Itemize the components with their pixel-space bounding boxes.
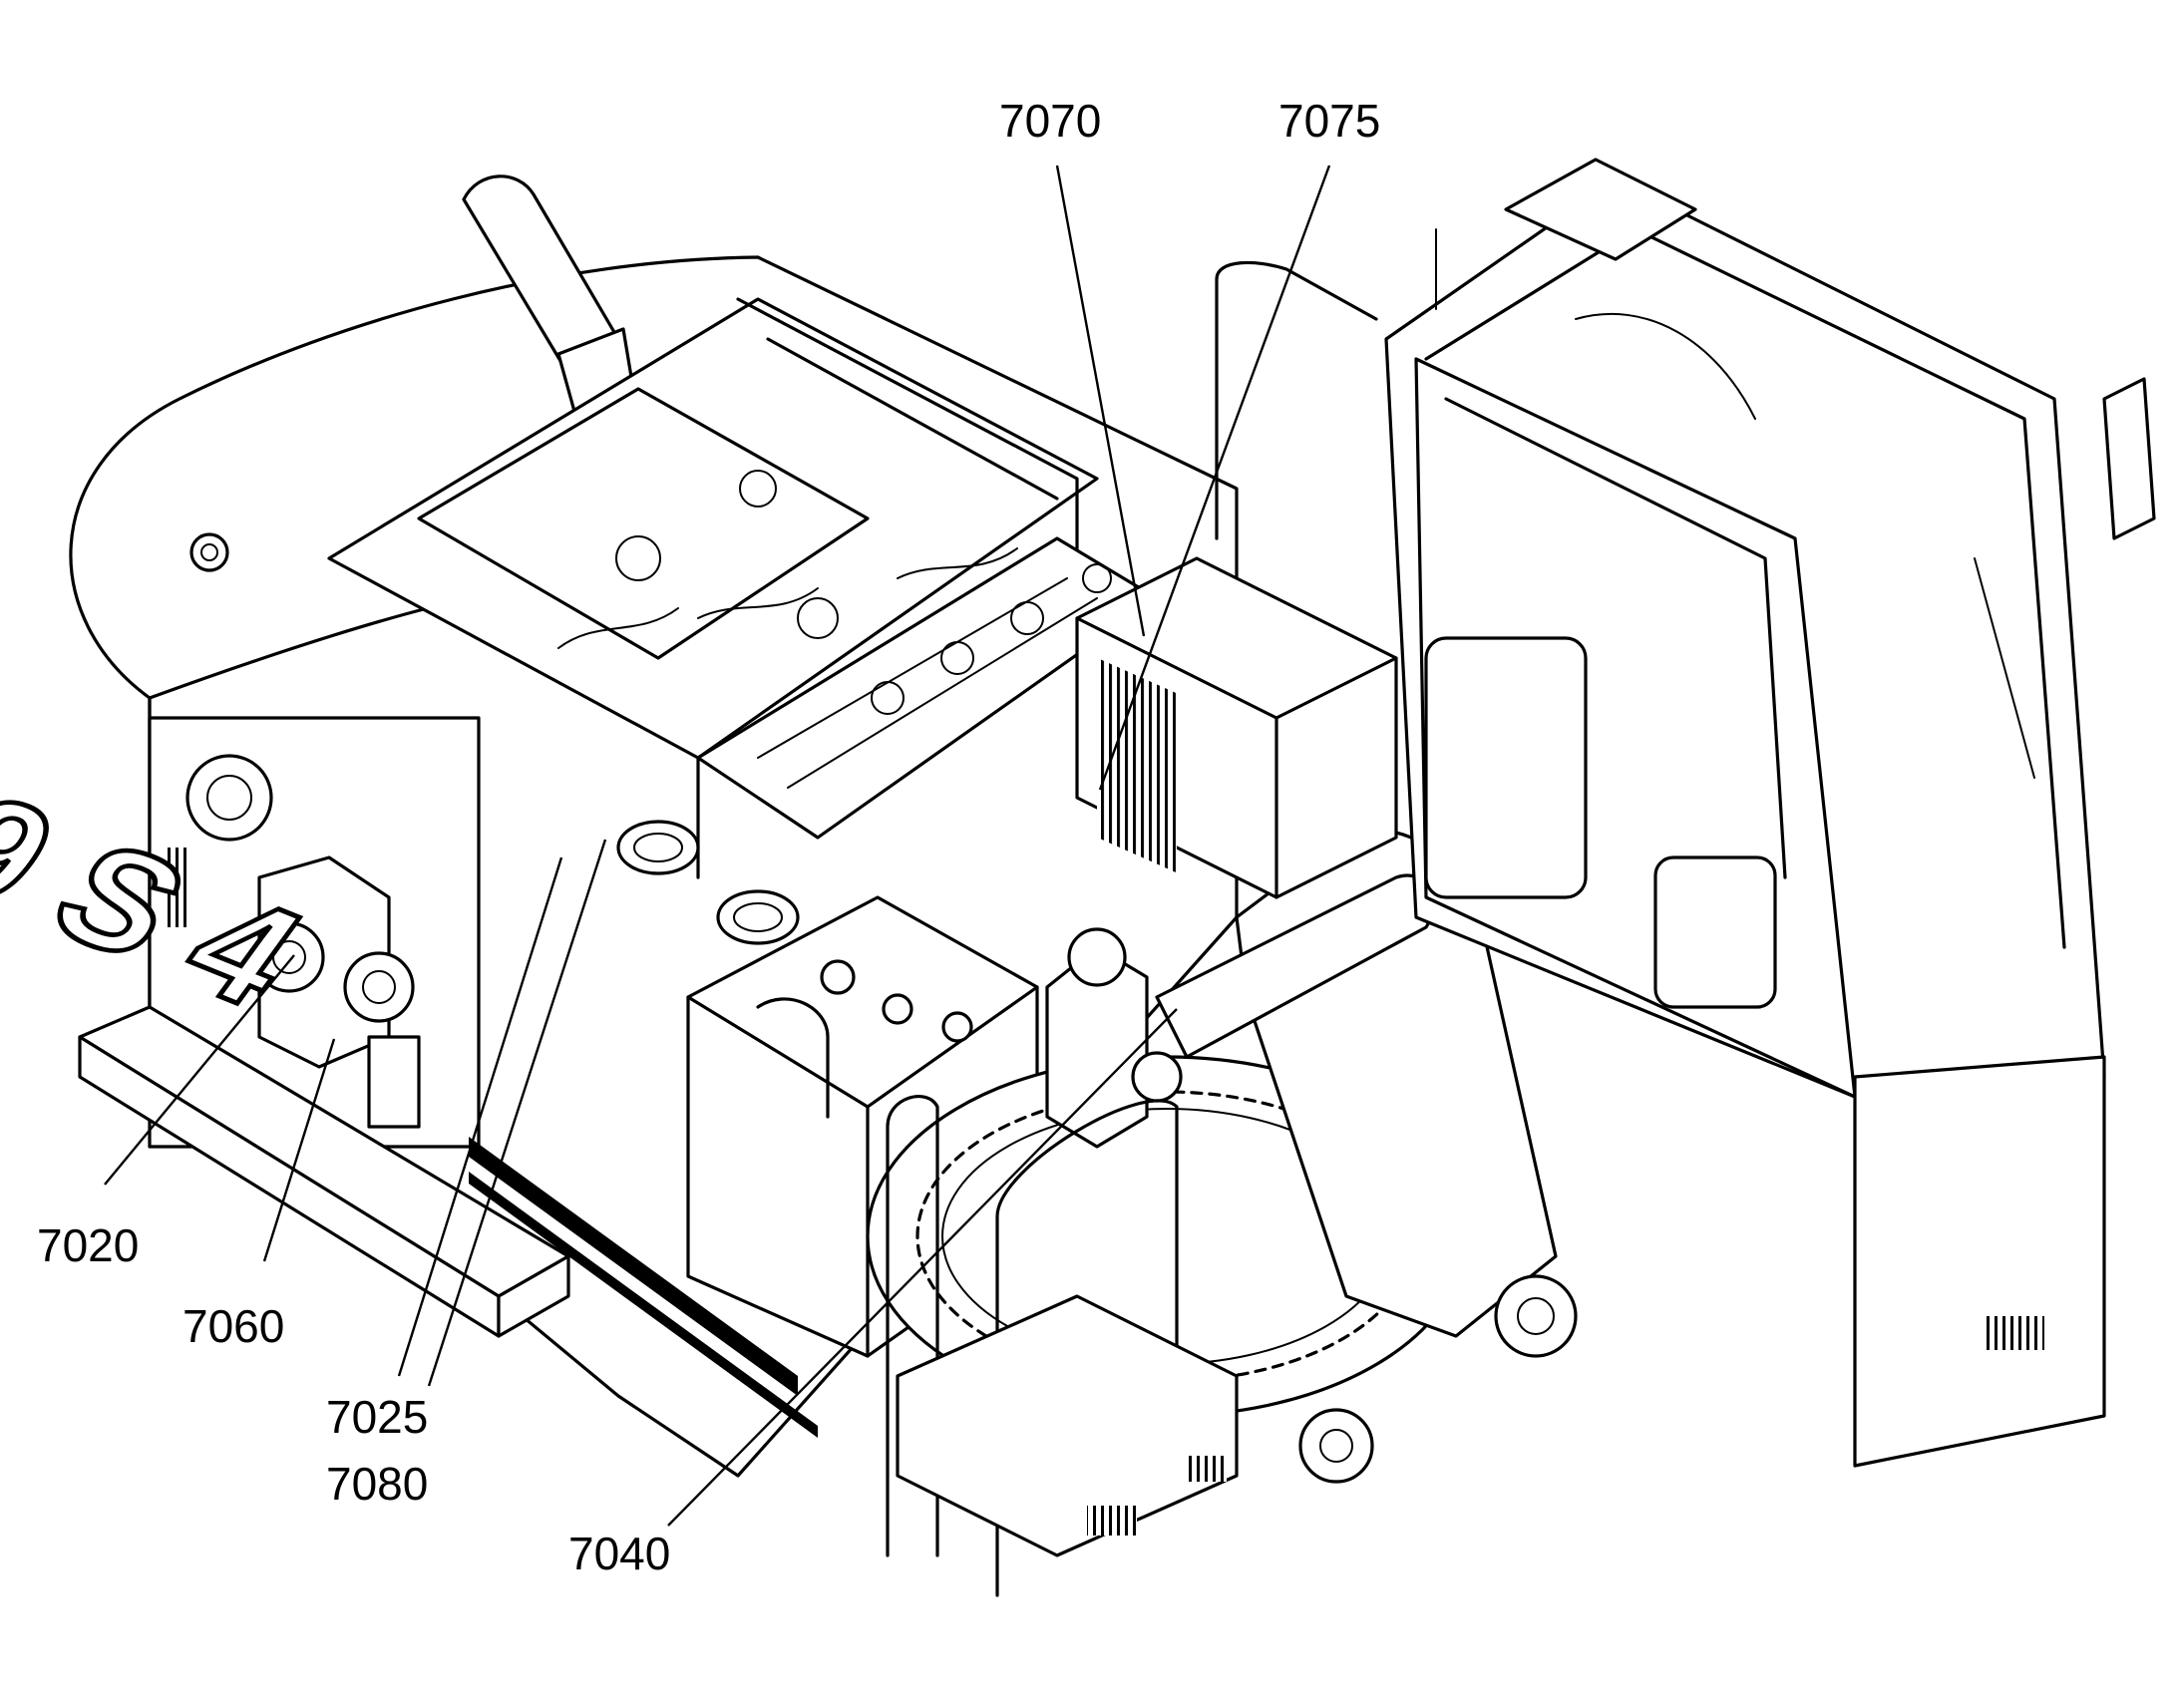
leader-7070 [1055, 165, 1146, 637]
callout-7070: 7070 [999, 95, 1101, 147]
leader-7060 [262, 1038, 336, 1262]
side-stripes [469, 1137, 818, 1438]
lower-step-box [896, 1294, 1239, 1557]
leader-7025 [397, 856, 563, 1377]
engine-compartment [327, 297, 1159, 879]
rotary-joint [1045, 927, 1183, 1149]
callout-7020: 7020 [37, 1219, 139, 1271]
leader-7040 [667, 1008, 1178, 1527]
leader-7075 [1098, 165, 1331, 791]
handrails [886, 260, 1378, 1597]
callout-7080: 7080 [326, 1458, 428, 1510]
leader-7080 [427, 839, 607, 1387]
operator-cab [1384, 158, 2156, 1468]
leader-lines [104, 165, 1331, 1527]
callout-7040: 7040 [568, 1528, 670, 1579]
callouts: 7070 7075 7020 7060 7025 7080 7040 [37, 95, 1380, 1579]
callout-7075: 7075 [1278, 95, 1380, 147]
filler-caps [616, 820, 800, 945]
callout-7060: 7060 [182, 1300, 284, 1352]
callout-7025: 7025 [326, 1391, 428, 1443]
cooler [1075, 556, 1398, 899]
leader-7020 [104, 954, 295, 1186]
